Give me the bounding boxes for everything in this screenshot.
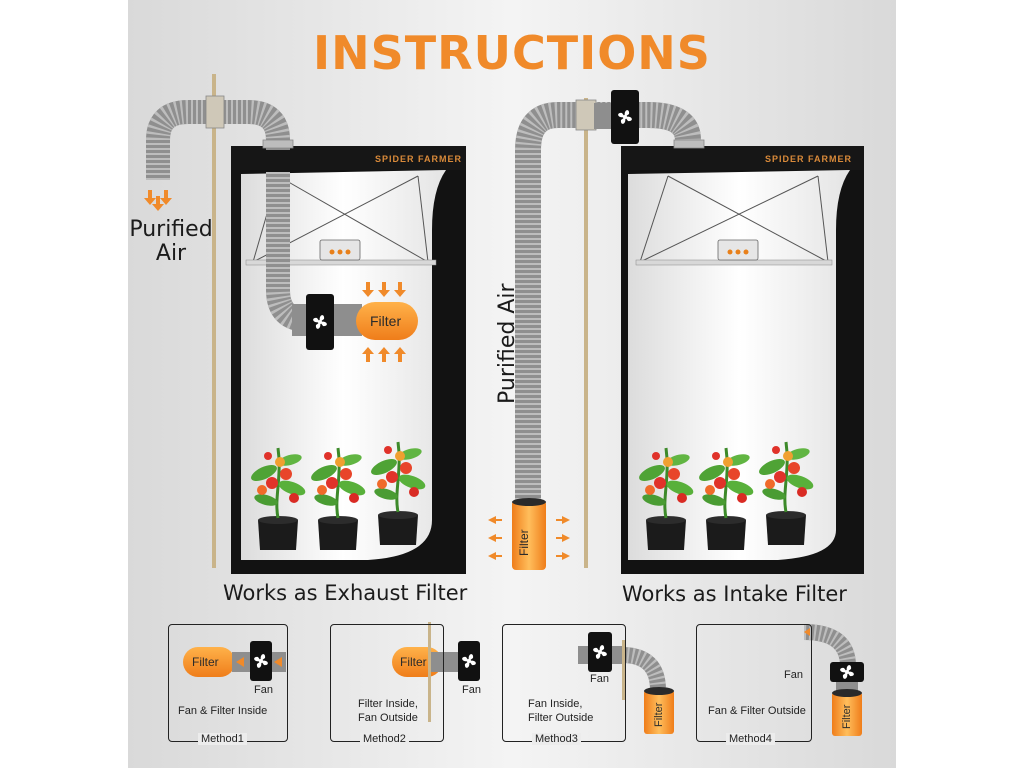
method4-desc: Fan & Filter Outside — [708, 705, 806, 717]
brand-label-right: SPIDER FARMER — [765, 154, 853, 164]
method4-label: Method4 — [726, 733, 775, 745]
brand-label-left: SPIDER FARMER — [375, 154, 463, 164]
method2-label: Method2 — [360, 733, 409, 745]
method1-desc: Fan & Filter Inside — [178, 705, 268, 717]
left-filter-label: Filter — [370, 313, 402, 329]
method3-desc: Fan Inside, Filter Outside — [528, 698, 594, 724]
method4-filter-label: Filter — [841, 704, 853, 729]
method2-fan-label: Fan — [462, 684, 481, 696]
diagram-graphics — [144, 74, 864, 736]
page-title: INSTRUCTIONS — [313, 26, 711, 80]
method3-fan-label: Fan — [590, 673, 609, 685]
method4-fan-label: Fan — [784, 669, 803, 681]
instructions-diagram: INSTRUCTIONS — [128, 0, 896, 768]
left-purified-air-label: Purified Air — [129, 217, 213, 266]
method2-filter-label: Filter — [400, 655, 427, 669]
intake-caption: Works as Intake Filter — [622, 582, 847, 606]
method1-filter-label: Filter — [192, 655, 219, 669]
exhaust-caption: Works as Exhaust Filter — [223, 581, 468, 605]
method3-label: Method3 — [532, 733, 581, 745]
method4-box — [696, 624, 812, 742]
right-purified-air-label: Purified Air — [495, 283, 520, 404]
method1-label: Method1 — [198, 733, 247, 745]
method2-desc: Filter Inside, Fan Outside — [358, 698, 418, 724]
right-filter-label: Filter — [517, 529, 531, 556]
method1-fan-label: Fan — [254, 684, 273, 696]
method3-filter-label: Filter — [653, 702, 665, 727]
